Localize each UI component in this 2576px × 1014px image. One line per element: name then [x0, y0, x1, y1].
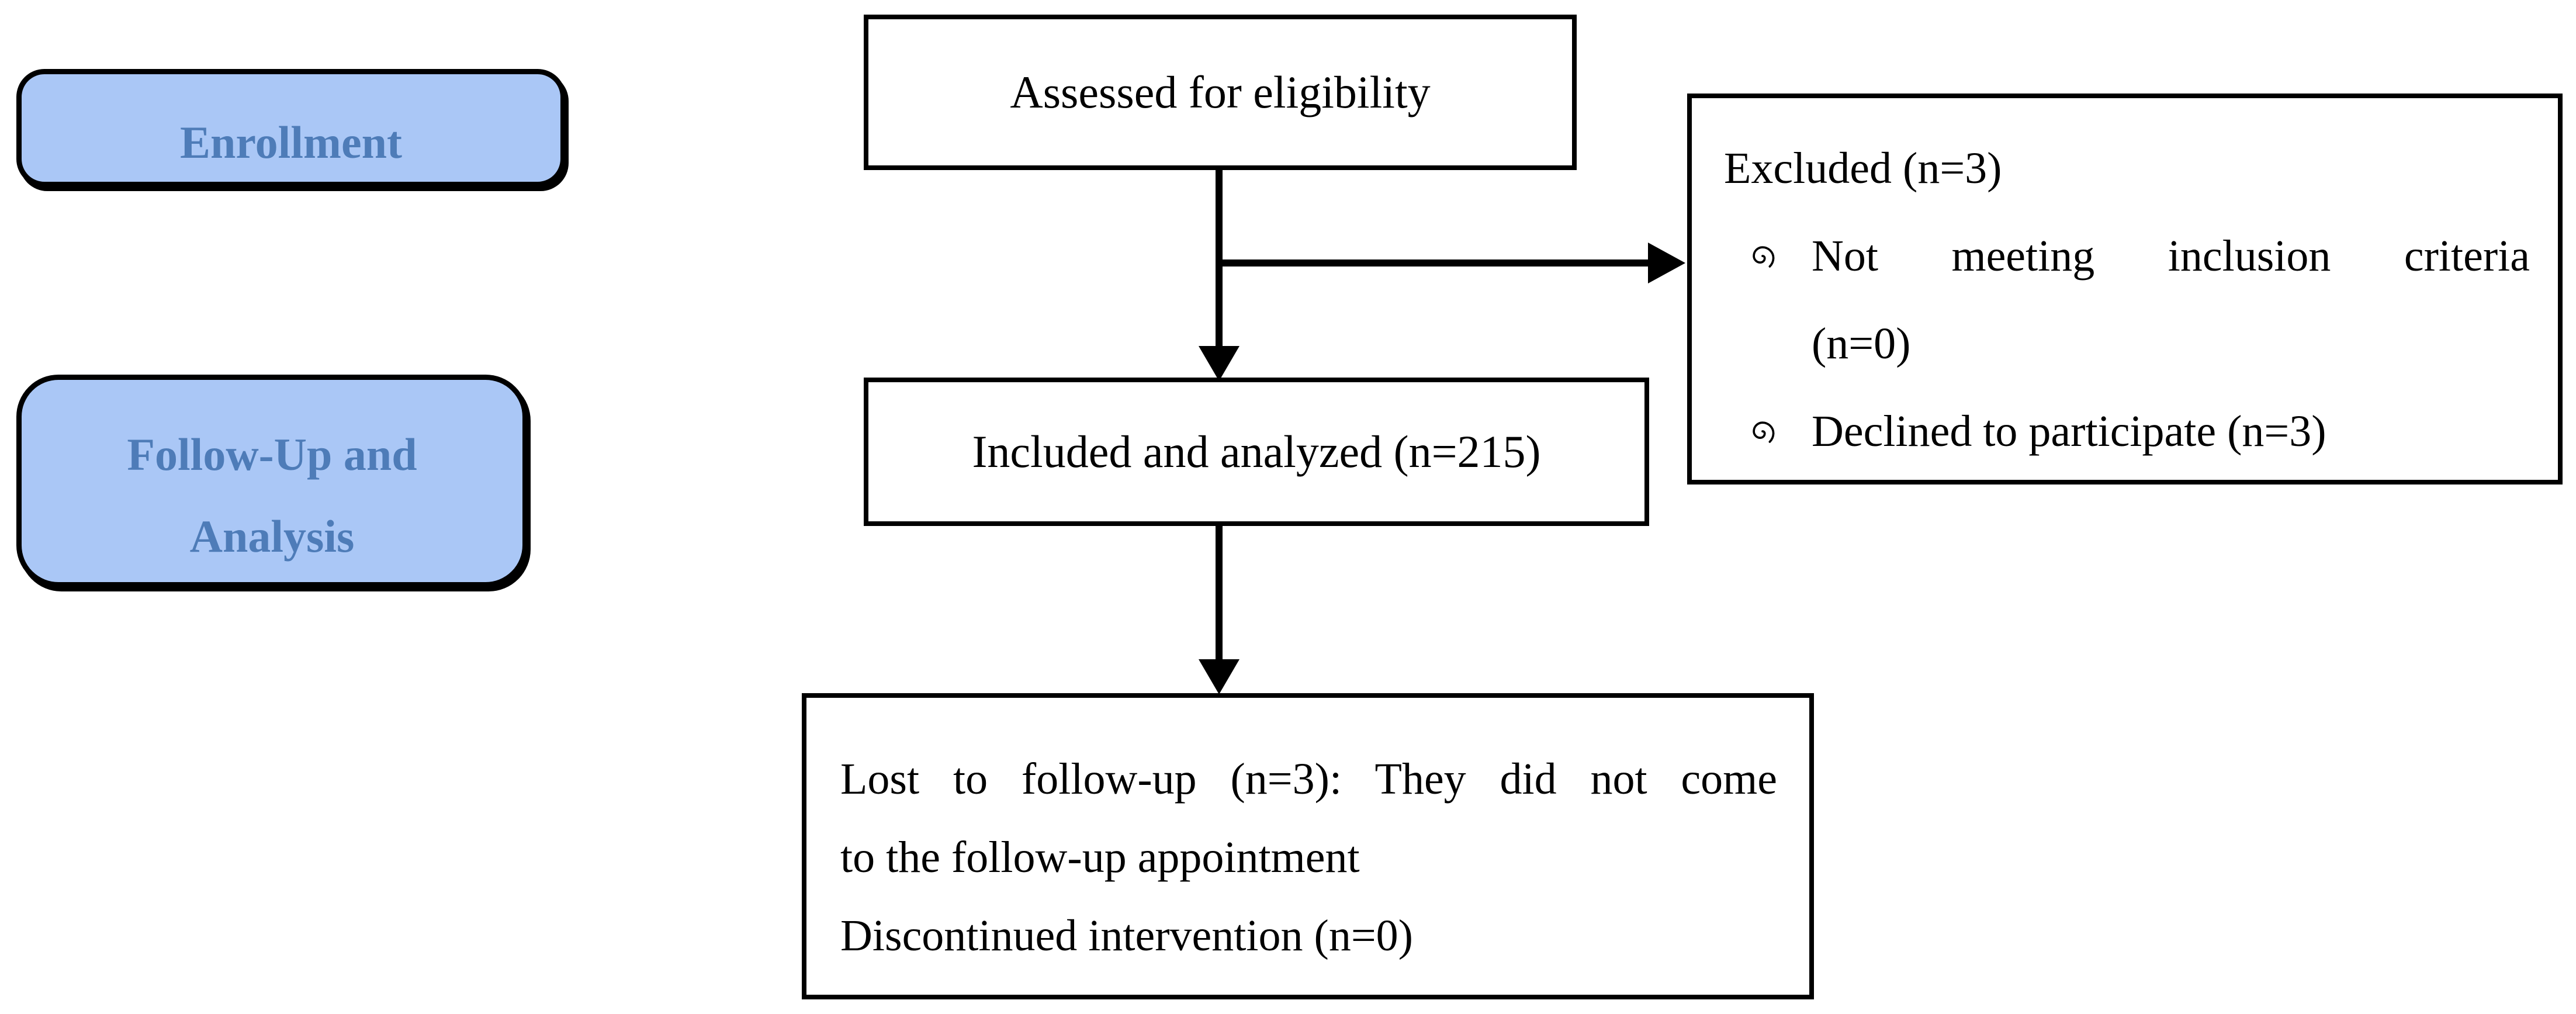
excluded-item-text: Declined to participate (n=3) [1812, 387, 2530, 475]
stage-enrollment: Enrollment [16, 69, 566, 187]
lost-line3: Discontinued intervention (n=0) [840, 911, 1413, 960]
excluded-item-text: Not meeting inclusion criteria (n=0) [1812, 212, 2530, 387]
box-lost-to-followup: Lost to follow-up (n=3): They did not co… [802, 693, 1814, 999]
arrow-included-to-lost [1199, 525, 1239, 694]
excluded-title: Excluded (n=3) [1724, 144, 2002, 193]
excluded-item2-line1: Declined to participate (n=3) [1812, 407, 2326, 456]
box-excluded: Excluded (n=3) Not meeting inclusion cri… [1687, 94, 2563, 484]
excluded-item-line2: (n=0) [1812, 319, 1911, 368]
lost-line1: Lost to follow-up (n=3): They did not co… [840, 755, 1777, 804]
excluded-item-not-meeting: Not meeting inclusion criteria (n=0) [1724, 212, 2530, 387]
lost-line2: to the follow-up appointment [840, 833, 1360, 882]
box-included-analyzed: Included and analyzed (n=215) [864, 378, 1649, 526]
stage-followup-analysis: Follow-Up and Analysis [16, 375, 528, 587]
arrow-assessed-to-included [1199, 169, 1239, 381]
stage-followup-label-line2: Analysis [189, 511, 355, 562]
box-assessed-for-eligibility: Assessed for eligibility [864, 15, 1577, 170]
arrow-to-excluded [1219, 243, 1685, 283]
spiral-bullet-icon [1724, 212, 1812, 274]
included-label: Included and analyzed (n=215) [972, 426, 1541, 477]
stage-followup-label-line1: Follow-Up and [127, 429, 417, 480]
excluded-item-line1: Not meeting inclusion criteria [1812, 231, 2530, 281]
assessed-label: Assessed for eligibility [1010, 67, 1431, 117]
spiral-bullet-icon [1724, 387, 1812, 449]
excluded-item-declined: Declined to participate (n=3) [1724, 387, 2530, 475]
stage-enrollment-label: Enrollment [180, 117, 402, 168]
